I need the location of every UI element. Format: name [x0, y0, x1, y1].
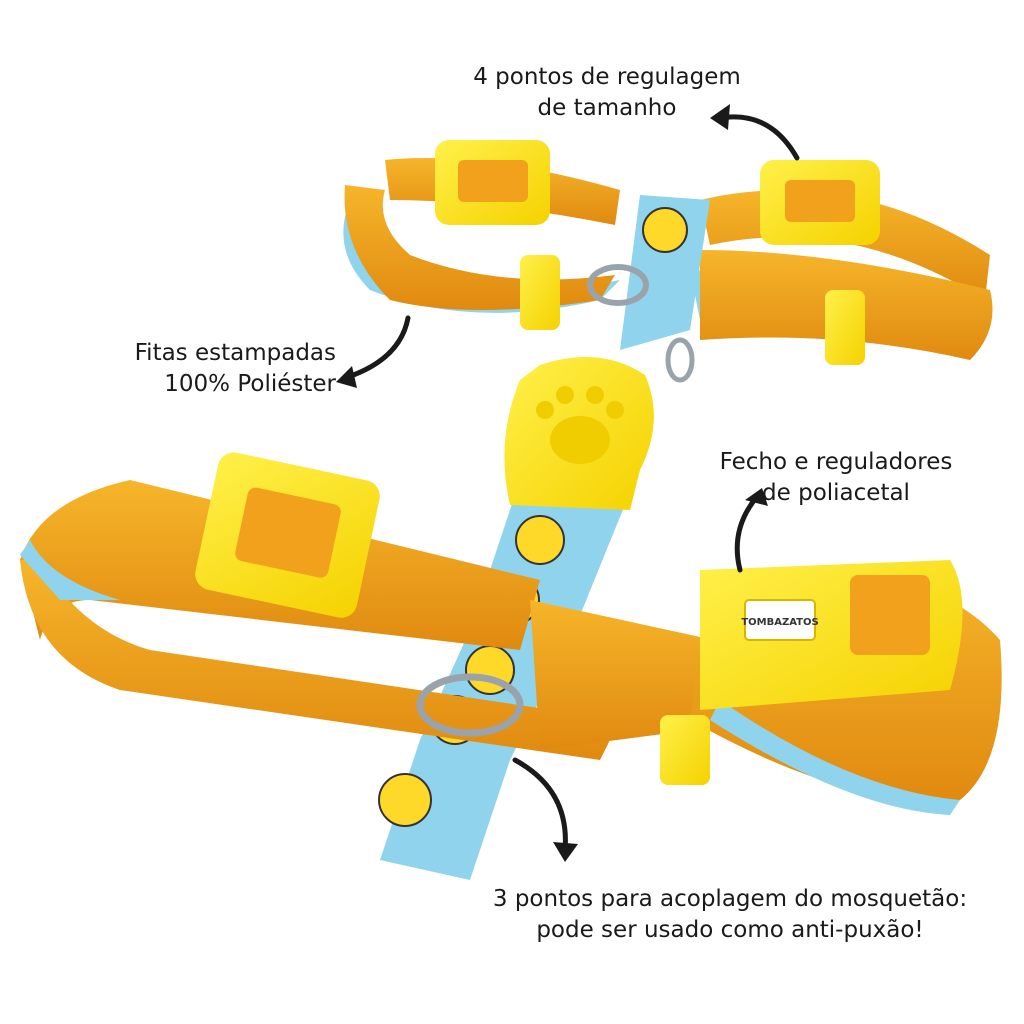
paw-icon	[536, 386, 624, 464]
annotation-size-adjust: 4 pontos de regulagem de tamanho	[462, 62, 752, 124]
d-ring-top	[587, 264, 649, 306]
annotation-line: 100% Poliéster	[164, 371, 336, 397]
keeper-top-right	[825, 290, 865, 365]
d-ring-middle	[665, 337, 695, 383]
keeper-top-left	[520, 255, 560, 330]
annotation-rings: 3 pontos para acoplagem do mosquetão: po…	[470, 884, 990, 946]
adjuster-top-left	[435, 140, 550, 225]
annotation-straps: Fitas estampadas 100% Poliéster	[90, 338, 336, 400]
center-strap	[378, 195, 710, 880]
d-ring-bottom	[416, 673, 524, 737]
annotation-line: de tamanho	[537, 95, 677, 121]
main-buckle	[700, 560, 963, 710]
annotation-line: 3 pontos para acoplagem do mosquetão:	[492, 886, 968, 912]
brand-logo: TOMBAZATOS	[741, 617, 818, 628]
paw-plate	[504, 357, 654, 510]
adjuster-top-right	[760, 160, 880, 245]
keeper-bottom-right	[660, 715, 710, 785]
annotation-line: de poliacetal	[762, 480, 910, 506]
annotation-line: pode ser usado como anti-puxão!	[536, 917, 924, 943]
annotation-buckle: Fecho e reguladores de poliacetal	[706, 447, 966, 509]
annotation-line: 4 pontos de regulagem	[473, 64, 741, 90]
adjuster-bottom-left	[195, 452, 380, 618]
annotation-line: Fecho e reguladores	[719, 449, 953, 475]
annotation-line: Fitas estampadas	[134, 340, 336, 366]
